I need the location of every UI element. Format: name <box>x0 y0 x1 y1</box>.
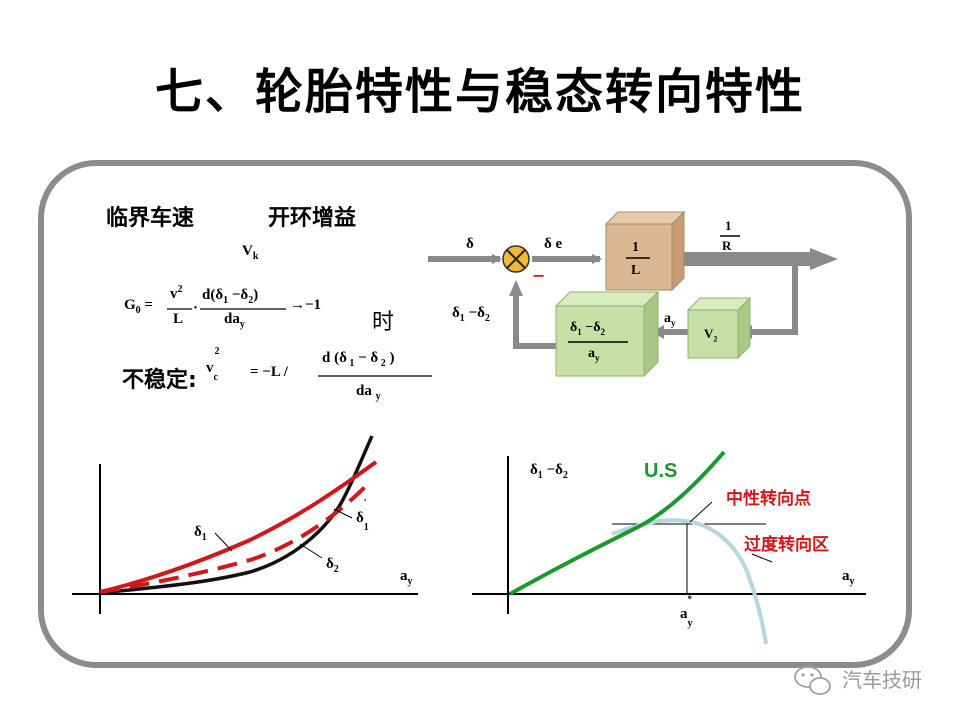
vk-label: Vk <box>242 243 259 262</box>
g0-lhs: G0 = <box>124 297 153 316</box>
dot: · <box>193 300 199 316</box>
left-ay-label: ay <box>400 568 413 587</box>
slide-title: 七、轮胎特性与稳态转向特性 <box>154 64 805 120</box>
shi-label: 时 <box>372 310 395 335</box>
feedback-down <box>752 262 798 335</box>
delta2-leader <box>299 543 323 559</box>
box-tire-num: δ1 −δ2 <box>570 320 606 337</box>
neutral-steer-label: 中性转向点 <box>726 489 811 509</box>
box-1-over-L <box>604 210 686 292</box>
oversteer-label: 过度转向区 <box>744 535 829 555</box>
delta1-prime-leader <box>333 508 353 519</box>
understeer-curve <box>509 450 726 596</box>
critical-speed-label: 临界车速 <box>106 206 195 231</box>
minus-sign: − <box>532 266 546 285</box>
open-loop-gain-label: 开环增益 <box>268 206 357 231</box>
delta1-curve <box>99 460 378 594</box>
box-v2 <box>686 296 752 360</box>
ay-star-label: a*y <box>680 594 693 629</box>
delta2-label: δ2 <box>326 556 339 575</box>
delta1-label: δ1 <box>194 524 207 543</box>
v2-numerator: v2 <box>170 284 183 302</box>
output-num: 1 <box>725 218 732 233</box>
L-denominator: L <box>173 311 184 327</box>
gain-denominator: day <box>224 311 245 330</box>
content-frame <box>38 160 912 668</box>
delta1-prime-label: δ'1 <box>356 498 369 533</box>
unstable-mid: = −L / <box>250 364 288 380</box>
right-graph <box>472 450 866 645</box>
gain-numerator: d(δ1 −δ2) <box>202 287 259 306</box>
right-y-label: δ1 −δ2 <box>530 462 568 481</box>
box-tire-den: ay <box>588 346 600 363</box>
ay-label-block: ay <box>664 311 676 328</box>
right-ay-label: ay <box>842 568 855 587</box>
us-label: U.S <box>644 460 678 482</box>
feedback-up <box>513 296 556 349</box>
left-graph <box>72 435 418 614</box>
feedback-arrowhead-up <box>509 280 523 296</box>
gain-arrow: →−1 <box>290 297 322 313</box>
box-L-num: 1 <box>632 240 639 255</box>
delta1-leader <box>214 532 233 552</box>
delta1-prime-curve <box>99 482 370 594</box>
summing-junction <box>502 245 530 273</box>
error-delta: δ e <box>544 236 563 252</box>
box-tire <box>554 290 660 378</box>
output-den: R <box>722 238 732 253</box>
feedback-label: δ1 −δ2 <box>452 305 490 324</box>
box-L-den: L <box>631 263 641 278</box>
oversteer-curve <box>611 518 768 645</box>
unstable-numerator: d (δ 1 − δ 2 ) <box>322 350 395 369</box>
watermark: 汽车技研 <box>842 668 922 692</box>
unstable-label: 不稳定: <box>122 368 197 393</box>
box-v-label: V2 <box>704 326 718 344</box>
wechat-icon <box>794 666 831 695</box>
neutral-leader <box>689 501 713 523</box>
input-delta: δ <box>466 236 474 252</box>
oversteer-leader <box>751 553 773 563</box>
unstable-denominator: da y <box>356 383 381 402</box>
output-arrow <box>676 248 838 270</box>
